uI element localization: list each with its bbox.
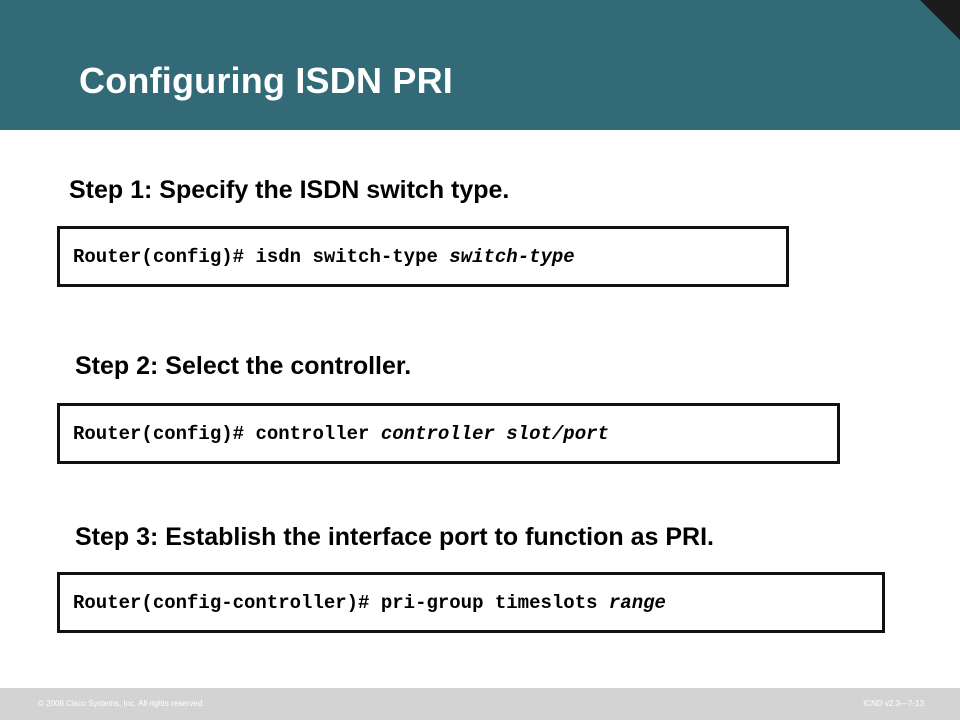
command-keyword: controller <box>255 422 381 445</box>
command-keyword: isdn switch-type <box>255 245 450 268</box>
slide-title: Configuring ISDN PRI <box>79 60 453 101</box>
step-1-command-box: Router(config)# isdn switch-type switch-… <box>57 226 789 287</box>
corner-fold-decoration <box>920 0 960 40</box>
command-argument: range <box>608 591 666 614</box>
command-prompt: Router(config-controller)# <box>73 591 381 614</box>
command-keyword: pri-group timeslots <box>380 591 609 614</box>
step-2-command-box: Router(config)# controller controller sl… <box>57 403 840 464</box>
slide-header: Configuring ISDN PRI <box>0 0 960 130</box>
copyright-text: © 2006 Cisco Systems, Inc. All rights re… <box>38 699 205 708</box>
step-2-heading: Step 2: Select the controller. <box>75 352 412 380</box>
command-prompt: Router(config)# <box>73 422 256 445</box>
command-argument: controller slot/port <box>380 422 609 445</box>
slide-footer: © 2006 Cisco Systems, Inc. All rights re… <box>0 688 960 720</box>
step-3-command-box: Router(config-controller)# pri-group tim… <box>57 572 885 633</box>
course-reference: ICND v2.3—7-13 <box>863 699 924 708</box>
step-3-heading: Step 3: Establish the interface port to … <box>75 523 714 551</box>
step-1-heading: Step 1: Specify the ISDN switch type. <box>69 176 510 204</box>
command-argument: switch-type <box>449 245 575 268</box>
command-prompt: Router(config)# <box>73 245 256 268</box>
